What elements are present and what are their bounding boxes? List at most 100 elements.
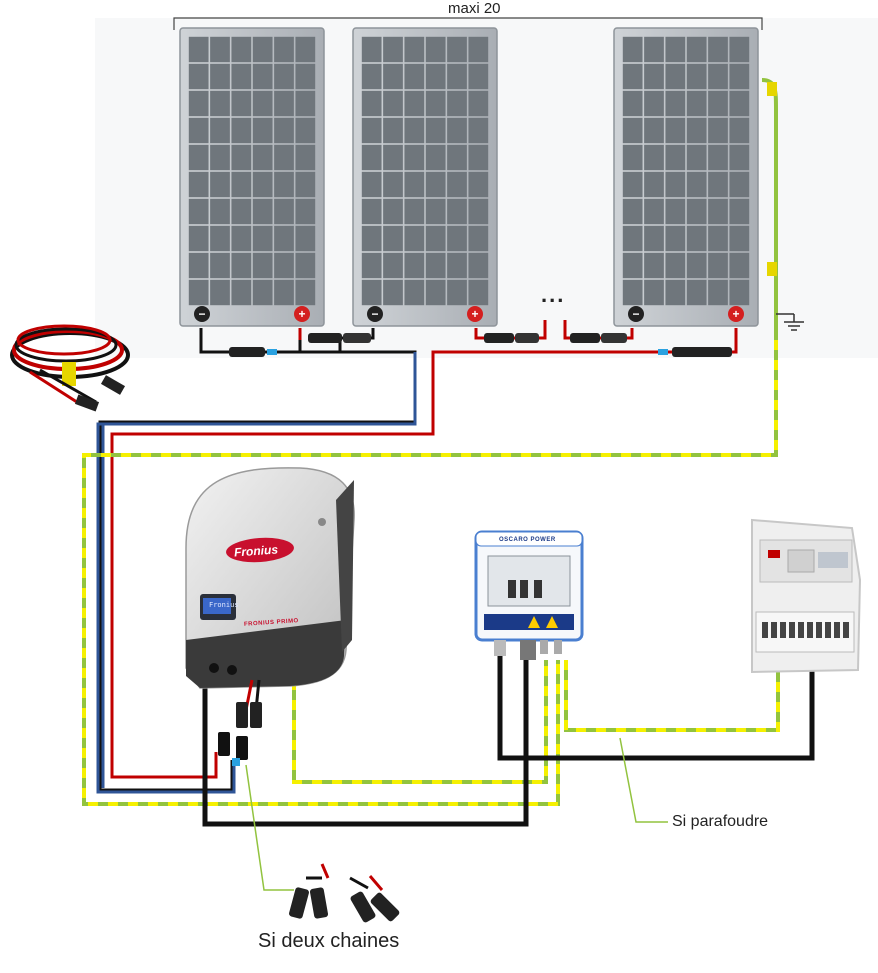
- dc-protection-box: [474, 530, 584, 660]
- breaker: [834, 622, 840, 638]
- panel-cell: [383, 198, 403, 225]
- panel-cell: [622, 63, 643, 90]
- panel-cell: [468, 63, 489, 90]
- second-string-connectors: [289, 863, 400, 923]
- panel-cell: [274, 252, 294, 279]
- mc4-connector-icon: [229, 347, 265, 357]
- panel-cell: [665, 90, 686, 117]
- inverter-dc-connectors: [218, 679, 262, 766]
- panel-cell: [665, 36, 686, 63]
- panel-cell: [295, 171, 316, 198]
- panel-cell: [447, 171, 467, 198]
- panel-cell: [729, 252, 750, 279]
- panel-cell: [447, 252, 467, 279]
- panel-cell: [404, 63, 425, 90]
- panel-cell: [210, 117, 230, 144]
- breaker: [807, 622, 813, 638]
- panel-cell: [404, 171, 425, 198]
- mc4-connector-icon: [236, 736, 248, 760]
- breaker: [816, 622, 822, 638]
- panel-cell: [644, 36, 664, 63]
- panel-cell: [295, 36, 316, 63]
- panel-cell: [729, 225, 750, 252]
- string-cabling: [96, 320, 738, 794]
- ac-cabling: [202, 655, 815, 827]
- panel-cell: [252, 252, 273, 279]
- panel-cell: [644, 171, 664, 198]
- mc4-connector-icon: [309, 887, 329, 919]
- panel-cell: [383, 36, 403, 63]
- minus-terminal-icon: −: [194, 306, 210, 322]
- panel-cell: [425, 90, 446, 117]
- plus-terminal-icon: +: [294, 306, 310, 322]
- panel-cell: [404, 252, 425, 279]
- cable-tag: [658, 349, 668, 355]
- panel-cell: [404, 36, 425, 63]
- panel-cell: [665, 252, 686, 279]
- earth-clamp: [767, 82, 777, 96]
- panel-cell: [729, 198, 750, 225]
- panel-cell: [425, 225, 446, 252]
- panel-cell: [622, 279, 643, 306]
- panel-cell: [447, 279, 467, 306]
- panel-cell: [295, 279, 316, 306]
- panel-cell: [622, 198, 643, 225]
- panel-cell: [231, 90, 252, 117]
- mc4-connector-icon: [515, 333, 539, 343]
- panel-cell: [665, 117, 686, 144]
- panel-cell: [274, 198, 294, 225]
- ground-symbol-icon: [776, 313, 804, 331]
- negative-cable: [96, 352, 417, 794]
- strings-leader-line: [245, 764, 294, 891]
- panel-cell: [231, 225, 252, 252]
- panel-cell: [383, 63, 403, 90]
- panel-cell: [468, 225, 489, 252]
- panel-cell: [425, 117, 446, 144]
- panel-cell: [210, 198, 230, 225]
- panel-cell: [295, 225, 316, 252]
- panel-cell: [231, 171, 252, 198]
- panel-cell: [425, 171, 446, 198]
- panel-cell: [231, 36, 252, 63]
- panel-count-label: maxi 20: [448, 0, 501, 17]
- panel-cell: [188, 117, 209, 144]
- panel-cell: [295, 252, 316, 279]
- panel-cell: [644, 90, 664, 117]
- plus-terminal-icon: +: [728, 306, 744, 322]
- panel-cell: [644, 225, 664, 252]
- panel-cell: [231, 63, 252, 90]
- mc4-connector-icon: [289, 887, 309, 919]
- breaker: [780, 622, 786, 638]
- panel-cell: [729, 144, 750, 171]
- svg-text:−: −: [632, 307, 639, 321]
- panel-cell: [708, 63, 728, 90]
- panel-cell: [295, 63, 316, 90]
- panel-cell: [686, 144, 707, 171]
- dc-box-brand: OSCARO POWER: [499, 537, 556, 543]
- mc4-connector-icon: [308, 333, 342, 343]
- panel-cell: [644, 63, 664, 90]
- panel-cell: [274, 171, 294, 198]
- panel-cell: [295, 90, 316, 117]
- panel-cell: [361, 198, 382, 225]
- panel-cell: [708, 117, 728, 144]
- panel-cell: [644, 252, 664, 279]
- panel-cell: [274, 90, 294, 117]
- surge-protector-label: Si parafoudre: [672, 813, 769, 830]
- svg-text:+: +: [732, 307, 739, 321]
- panel-cell: [188, 225, 209, 252]
- panel-cell: [295, 198, 316, 225]
- panel-cell: [188, 36, 209, 63]
- panel-cell: [686, 279, 707, 306]
- breaker: [825, 622, 831, 638]
- panel-cell: [274, 279, 294, 306]
- cable-coil-icon: [10, 324, 130, 412]
- panel-cell: [210, 279, 230, 306]
- panel-cell: [274, 63, 294, 90]
- breakers: [762, 622, 849, 638]
- inverter-screen-text: Fronius: [209, 601, 239, 609]
- panel-cell: [468, 279, 489, 306]
- panel-cell: [210, 36, 230, 63]
- panel-cell: [361, 117, 382, 144]
- panel-cell: [383, 225, 403, 252]
